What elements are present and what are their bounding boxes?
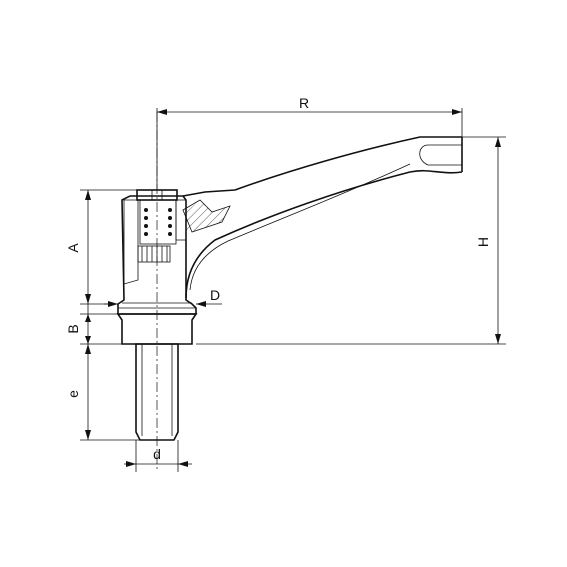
- threaded-stud: [116, 313, 198, 441]
- dimension-d-small: d: [124, 440, 192, 472]
- dimension-b: B: [65, 304, 122, 345]
- label-r: R: [299, 95, 309, 111]
- dimension-h: H: [196, 136, 506, 345]
- label-d-small: d: [153, 446, 161, 462]
- handle-body: [117, 136, 463, 315]
- label-d-large: D: [210, 287, 220, 303]
- dimension-r: R: [156, 95, 463, 190]
- label-e: e: [65, 390, 81, 398]
- label-b: B: [65, 324, 81, 333]
- dimension-e: e: [65, 344, 140, 441]
- dimension-d-large: D: [104, 287, 222, 307]
- dimension-a: A: [65, 189, 137, 305]
- label-a: A: [65, 243, 81, 253]
- label-h: H: [475, 237, 491, 247]
